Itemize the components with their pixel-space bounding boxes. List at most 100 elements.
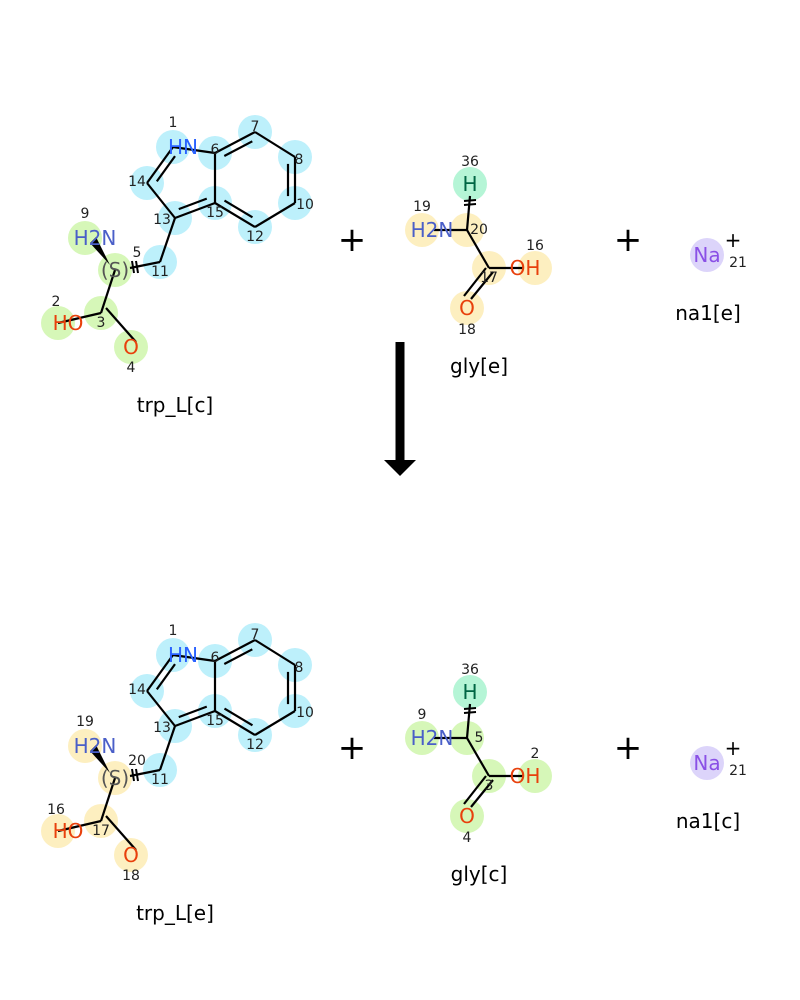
atom-number: 13 [153, 720, 171, 736]
atom-highlight [450, 291, 484, 325]
plus-sign: + [338, 220, 367, 260]
atom-number: 14 [128, 174, 146, 190]
atom-number: 21 [729, 763, 747, 779]
atom-highlight [114, 330, 148, 364]
atom-number: 1 [169, 623, 178, 639]
atom-label: (S) [101, 766, 129, 790]
atom-number: 12 [246, 229, 264, 245]
atom-number: 11 [151, 772, 169, 788]
atom-number: 6 [211, 650, 220, 666]
atom-highlight [450, 799, 484, 833]
atom-number: 20 [128, 753, 146, 769]
atom-label: O [123, 335, 139, 359]
atom-number: 12 [246, 737, 264, 753]
molecule-name: gly[e] [450, 354, 508, 378]
atom-number: 16 [526, 238, 544, 254]
atom-label: O [459, 804, 475, 828]
plus-sign: + [614, 220, 643, 260]
atom-number: 5 [475, 730, 484, 746]
bonds [57, 131, 297, 343]
atom-number: 19 [413, 199, 431, 215]
atom-number: 10 [296, 197, 314, 213]
atom-number: 10 [296, 705, 314, 721]
atom-highlight [690, 746, 724, 780]
atom-number: 18 [458, 322, 476, 338]
atom-number: 9 [81, 206, 90, 222]
atom-highlight [690, 238, 724, 272]
atom-label: H2N [74, 734, 117, 758]
bonds [434, 195, 523, 300]
atom-number: 9 [418, 707, 427, 723]
plus-sign: + [338, 728, 367, 768]
atom-label: HN [168, 643, 198, 667]
atom-highlight [518, 759, 552, 793]
atom-highlight [453, 167, 487, 201]
atom-number: 7 [251, 627, 260, 643]
atom-highlight [453, 675, 487, 709]
atom-label: H [462, 680, 477, 704]
charge: + [725, 228, 742, 252]
atom-label: Na [693, 243, 720, 267]
atom-number: 1 [169, 115, 178, 131]
atom-number: 7 [251, 119, 260, 135]
atom-number: 15 [206, 713, 224, 729]
atom-number: 14 [128, 682, 146, 698]
atom-label: OH [510, 256, 541, 280]
atom-number: 5 [133, 245, 142, 261]
atom-highlight [405, 213, 439, 247]
atom-label: HO [53, 311, 84, 335]
molecule-name: gly[c] [451, 862, 508, 886]
reaction-arrow [384, 342, 416, 476]
atom-label: OH [510, 764, 541, 788]
atom-label: (S) [101, 258, 129, 282]
plus-sign: + [614, 728, 643, 768]
atom-number: 8 [295, 152, 304, 168]
atom-highlight [114, 838, 148, 872]
atom-label: HN [168, 135, 198, 159]
molecule-name: trp_L[c] [137, 393, 214, 417]
atom-number: 8 [295, 660, 304, 676]
atom-label: O [123, 843, 139, 867]
atom-number: 19 [76, 714, 94, 730]
atom-highlight [518, 251, 552, 285]
atom-number: 13 [153, 212, 171, 228]
atom-label: H [462, 172, 477, 196]
atom-number: 16 [47, 802, 65, 818]
molecule-name: na1[c] [676, 809, 740, 833]
atom-label: H2N [411, 726, 454, 750]
wedge-bond [90, 237, 110, 265]
atom-number: 17 [480, 270, 498, 286]
molecule-gly[e]: H2N 19 20 H 36 17 OH 16O 18 gly[e] [405, 154, 552, 378]
atom-number: 17 [92, 823, 110, 839]
atom-label: Na [693, 751, 720, 775]
molecule-name: trp_L[e] [136, 901, 214, 925]
atom-number: 11 [151, 264, 169, 280]
atom-number: 15 [206, 205, 224, 221]
atom-number: 2 [52, 294, 61, 310]
atom-label: HO [53, 819, 84, 843]
molecule-na1[c]: Na+21 na1[c] [676, 736, 747, 833]
bonds [434, 703, 523, 808]
atom-number: 36 [461, 154, 479, 170]
atom-number: 2 [531, 746, 540, 762]
atom-number: 6 [211, 142, 220, 158]
charge: + [725, 736, 742, 760]
atom-label: H2N [74, 226, 117, 250]
molecule-trp_L[e]: HN1678101215131411(S)20H2N1917HO16O18trp… [41, 623, 314, 925]
atom-number: 4 [127, 360, 136, 376]
atom-label: H2N [411, 218, 454, 242]
atom-number: 3 [97, 315, 106, 331]
atom-highlight [405, 721, 439, 755]
bonds [57, 639, 297, 851]
wedge-bond [90, 745, 110, 773]
molecule-name: na1[e] [675, 301, 741, 325]
atom-number: 3 [485, 778, 494, 794]
atom-number: 18 [122, 868, 140, 884]
atom-label: O [459, 296, 475, 320]
atom-number: 36 [461, 662, 479, 678]
atom-number: 20 [470, 222, 488, 238]
